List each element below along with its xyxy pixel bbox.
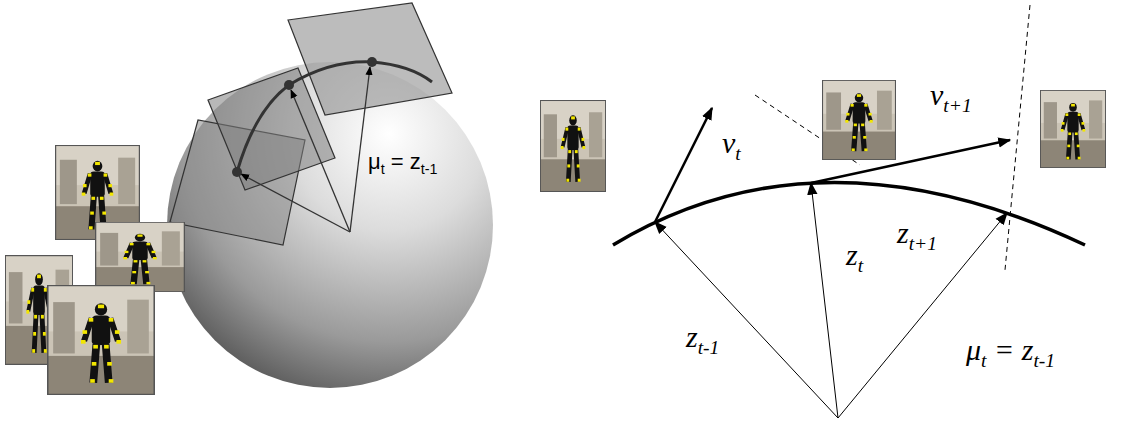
symbol-text [385,149,391,174]
symbol-text: v [722,126,735,159]
tangent-line [1005,5,1030,270]
subscript-text: t [735,143,740,164]
subscript-text: t [858,255,863,276]
frame-thumbnail [540,100,606,192]
symbol-text [1014,333,1022,366]
vector-arrow [350,67,370,232]
math-label: zt+1 [897,216,937,254]
trajectory-curve [613,183,1085,246]
symbol-text: z [1022,333,1034,366]
frame-thumbnail [95,222,185,292]
math-label: μt = zt-1 [966,333,1055,371]
curve-point [367,57,377,67]
subscript-text: t-1 [1033,350,1055,371]
vector-arrow [838,213,1007,418]
tangent-plane [288,3,452,115]
symbol-text: = [994,333,1014,366]
frame-thumbnail [822,80,896,160]
symbol-text [986,333,994,366]
symbol-text [404,149,410,174]
vector-arrow [291,90,350,232]
vector-arrow [241,174,350,232]
frame-thumbnail [47,285,155,395]
math-label: zt-1 [686,320,719,358]
subscript-text: t [381,161,385,177]
symbol-text: = [391,149,404,174]
subscript-text: t+1 [943,95,971,116]
symbol-text: z [897,216,909,249]
velocity-arrow [655,108,712,222]
subscript-text: t [981,350,986,371]
symbol-text: μ [966,333,981,366]
math-label: μt = zt-1 [368,150,437,178]
symbol-text: z [846,238,858,271]
symbol-text: z [686,320,698,353]
vector-arrow [655,222,838,418]
subscript-text: t-1 [698,337,720,358]
symbol-text: v [930,78,943,111]
curve-point [232,167,242,177]
subscript-text: t+1 [909,233,937,254]
frame-thumbnail [1040,90,1106,168]
symbol-text: z [410,149,421,174]
math-label: vt [722,126,741,164]
vector-arrow [811,183,838,418]
subscript-text: t-1 [421,161,438,177]
symbol-text: μ [368,149,381,174]
math-label: vt+1 [930,78,972,116]
curve-point [284,80,294,90]
math-label: zt [846,238,863,276]
